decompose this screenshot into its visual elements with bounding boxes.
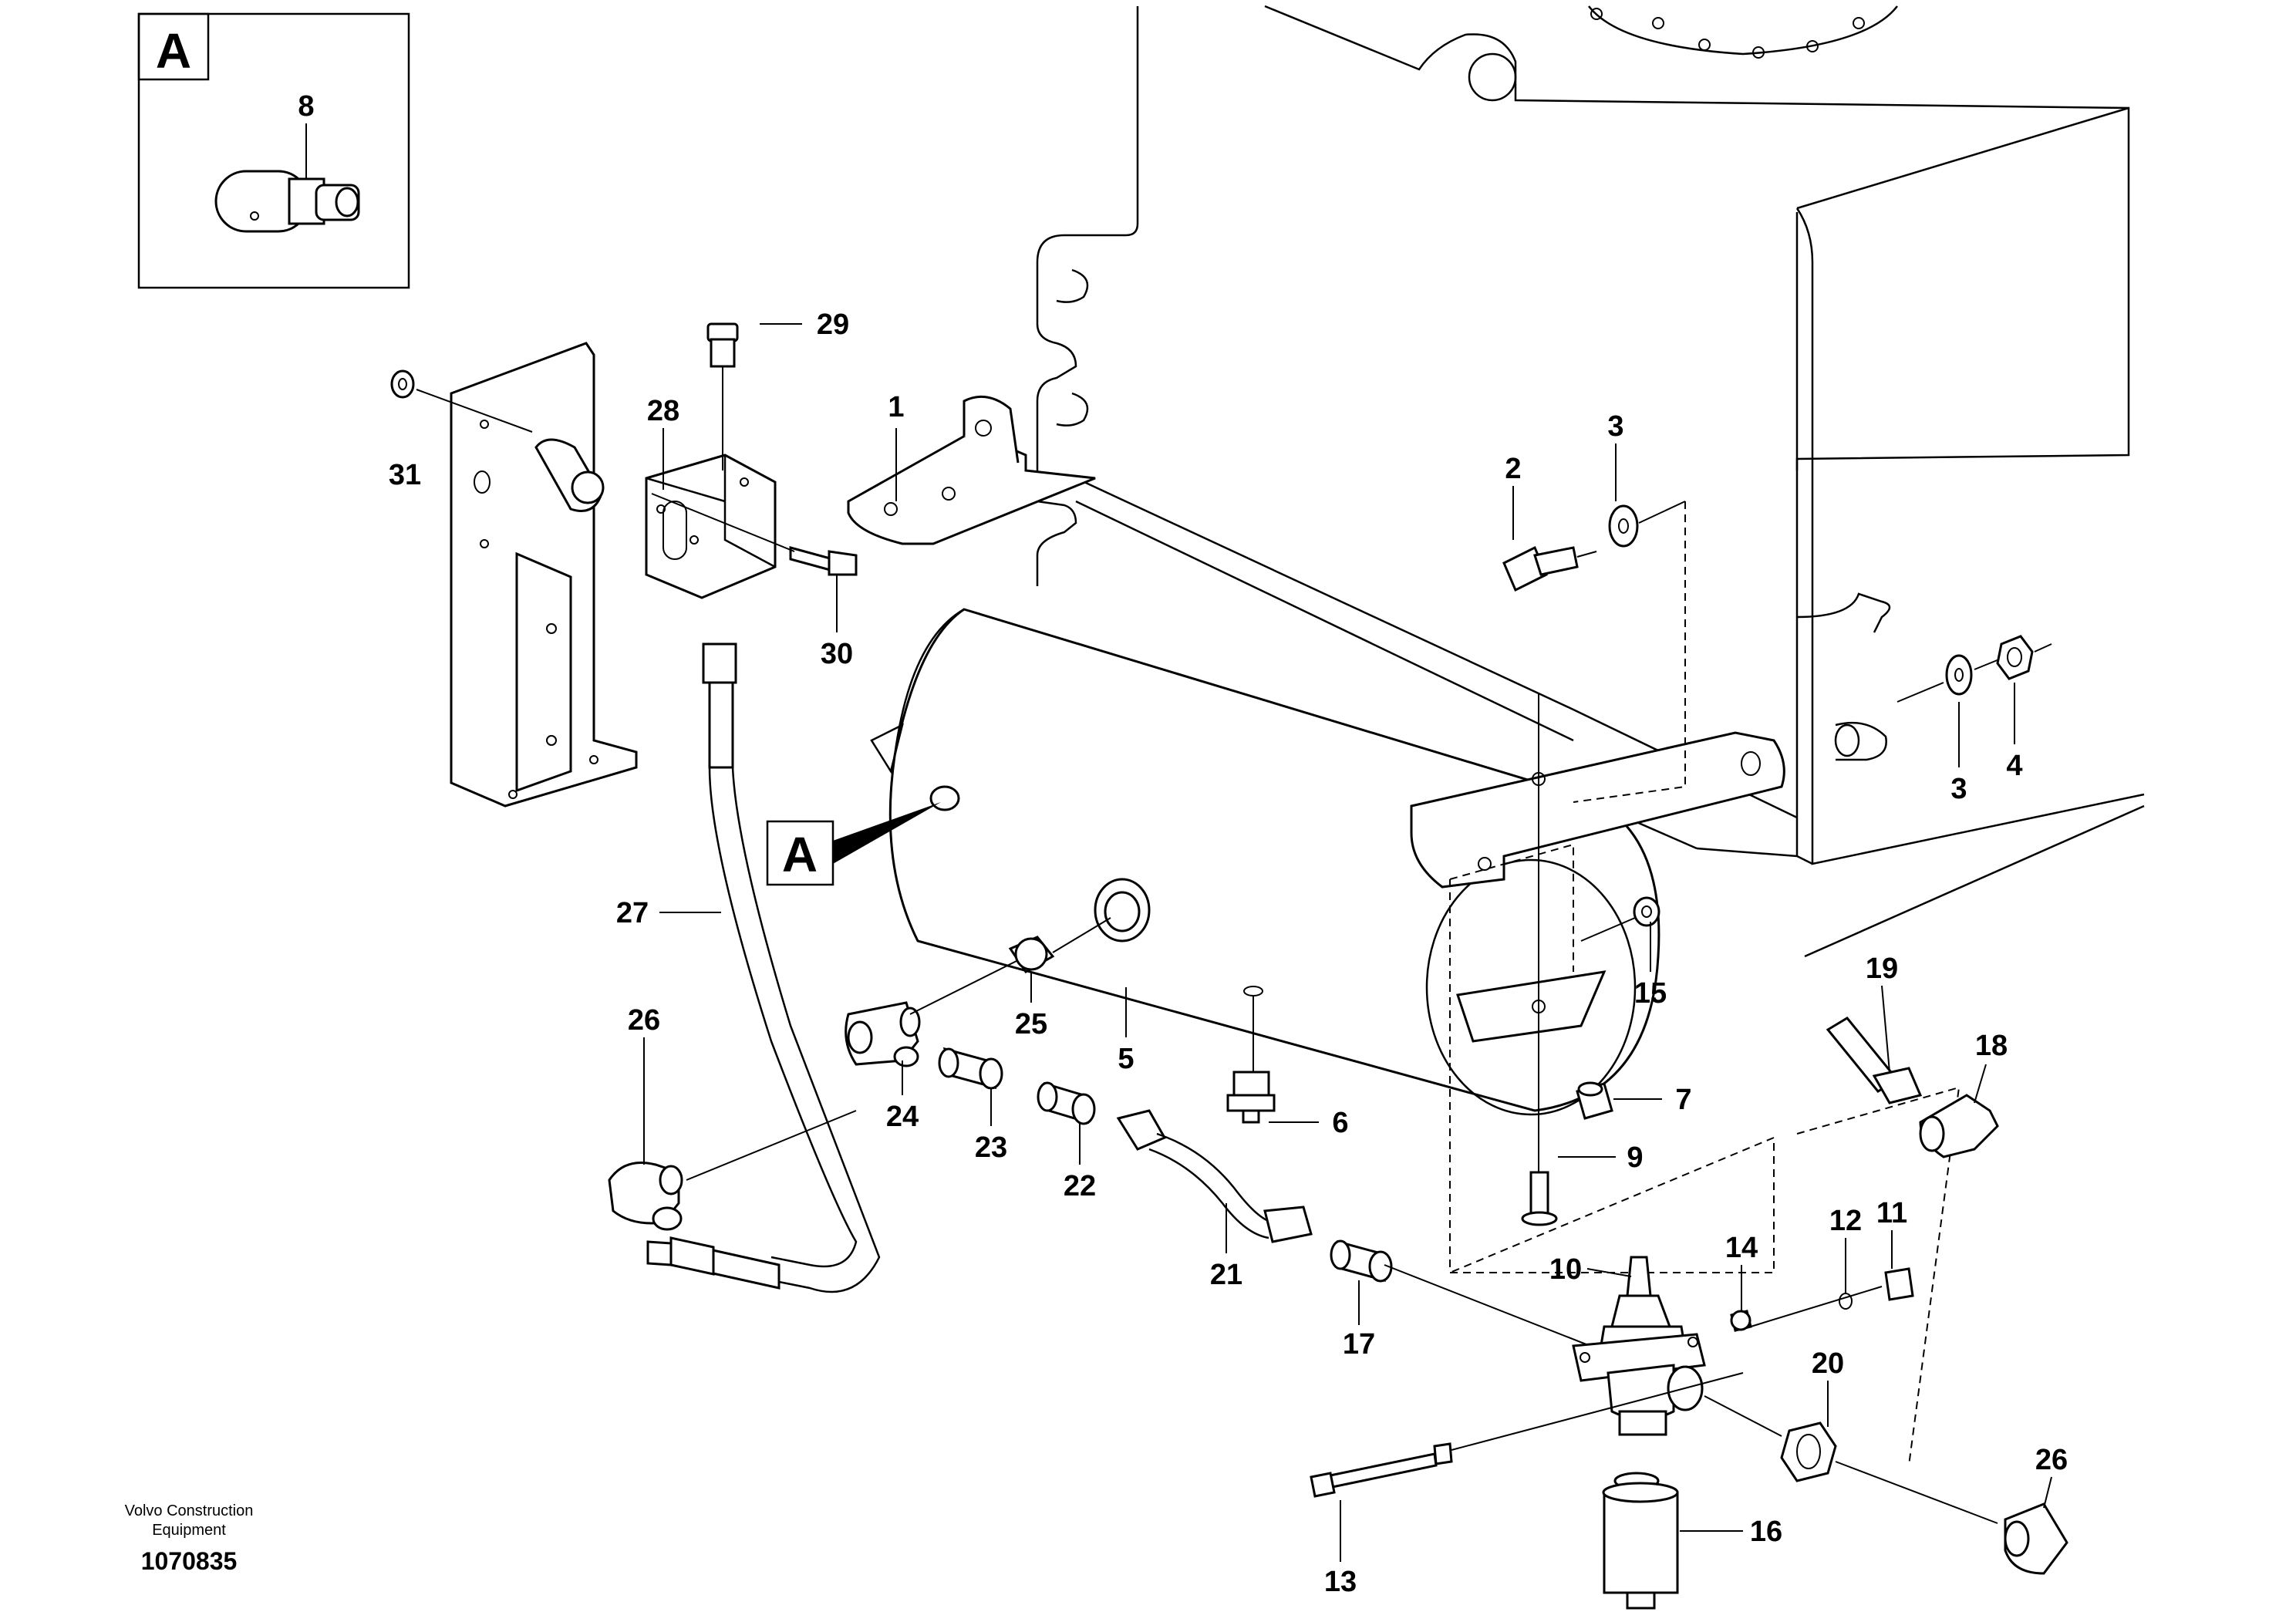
callout-16: 16 <box>1750 1516 1782 1548</box>
plug-29 <box>706 322 739 470</box>
callout-17: 17 <box>1343 1328 1375 1361</box>
bracket-1 <box>847 395 1096 545</box>
washer-15 <box>1580 896 1660 942</box>
elbow-fitting-26b <box>2004 1502 2068 1575</box>
callout-23: 23 <box>975 1131 1007 1164</box>
sensor-6 <box>1226 986 1276 1124</box>
callout-20: 20 <box>1812 1347 1844 1380</box>
callout-14: 14 <box>1725 1232 1758 1264</box>
pressure-valve-10 <box>1572 1256 1706 1436</box>
callout-6: 6 <box>1332 1107 1348 1139</box>
company-name-line2: Equipment <box>152 1522 226 1539</box>
fitting-17 <box>1330 1239 1393 1283</box>
nut-4 <box>1996 635 2034 680</box>
pipe-21 <box>1116 1109 1313 1243</box>
hose-end-19 <box>1826 1017 1923 1104</box>
detail-marker-letter: A <box>782 827 818 882</box>
connector-block <box>534 438 777 599</box>
bolt-2 <box>1502 545 1597 592</box>
filter-16 <box>1602 1472 1679 1610</box>
callout-21: 21 <box>1210 1259 1242 1291</box>
washer-3-right <box>1945 654 1973 696</box>
company-name-line1: Volvo Construction <box>125 1502 254 1519</box>
drain-valve-icon <box>214 170 360 233</box>
plug-7 <box>1576 1081 1613 1120</box>
callout-2: 2 <box>1505 453 1521 485</box>
hose-27 <box>646 642 881 1293</box>
leader-lines <box>643 323 2052 1562</box>
callout-7: 7 <box>1675 1084 1691 1116</box>
detail-inset-a: A 8 <box>137 12 410 289</box>
callout-24: 24 <box>886 1101 919 1133</box>
callout-30: 30 <box>821 638 853 670</box>
callout-26-left: 26 <box>628 1004 660 1037</box>
nipple-25 <box>1008 936 1055 973</box>
callout-28: 28 <box>647 395 679 427</box>
callout-12: 12 <box>1829 1205 1862 1237</box>
callout-4: 4 <box>2006 750 2022 782</box>
callout-31: 31 <box>389 459 421 491</box>
callout-8: 8 <box>298 90 314 123</box>
callout-18: 18 <box>1975 1030 2008 1062</box>
callout-19: 19 <box>1866 953 1898 985</box>
inset-letter: A <box>156 23 191 79</box>
callout-5: 5 <box>1118 1043 1134 1075</box>
bolt-13 <box>1310 1372 1744 1498</box>
nut-20 <box>1704 1395 1998 1524</box>
callout-3-right: 3 <box>1950 773 1967 805</box>
tee-fitting-24 <box>845 1001 921 1067</box>
callout-1: 1 <box>888 391 904 423</box>
fitting-23 <box>938 1047 1003 1090</box>
callout-10: 10 <box>1549 1253 1582 1286</box>
plug-11 <box>1750 1267 1914 1327</box>
spacer-14 <box>1730 1310 1752 1332</box>
callout-3-top: 3 <box>1607 410 1623 443</box>
washer-3-top <box>1608 501 1686 548</box>
callout-25: 25 <box>1015 1008 1047 1040</box>
fitting-22 <box>1037 1081 1096 1125</box>
bolt-9 <box>1521 694 1558 1226</box>
air-tank <box>870 608 1660 1116</box>
drawing-id: 1070835 <box>141 1547 238 1575</box>
callout-13: 13 <box>1324 1566 1357 1598</box>
callout-9: 9 <box>1627 1141 1643 1174</box>
bolt-30 <box>651 493 858 576</box>
callout-15: 15 <box>1634 977 1667 1010</box>
callout-labels: 1 2 3 3 4 5 6 7 9 10 11 12 13 14 15 16 1… <box>389 309 2068 1598</box>
washer-31 <box>390 369 533 433</box>
callout-11: 11 <box>1876 1197 1907 1229</box>
callout-22: 22 <box>1064 1170 1096 1202</box>
elbow-fitting-26 <box>608 1162 683 1231</box>
chassis-frame <box>1036 5 2145 958</box>
plate-bracket <box>450 342 638 808</box>
footer: Volvo Construction Equipment 1070835 <box>125 1502 254 1575</box>
tank-mount-bracket <box>1410 731 1785 1043</box>
elbow-18 <box>1919 1094 1999 1158</box>
callout-29: 29 <box>817 309 849 341</box>
callout-27: 27 <box>616 897 649 929</box>
callout-26-right: 26 <box>2035 1444 2068 1476</box>
detail-marker-a: A <box>766 802 941 886</box>
